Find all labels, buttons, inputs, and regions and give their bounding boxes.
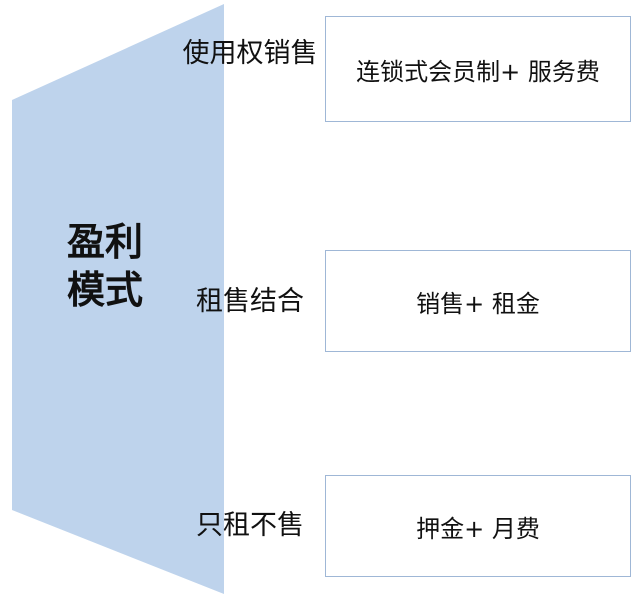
funnel-polygon xyxy=(12,4,224,594)
branch-value-rent-and-sale: 销售+ 租金 xyxy=(416,289,540,318)
branch-box-usage-rights: 连锁式会员制+ 服务费 xyxy=(325,16,631,122)
branch-label-rent-and-sale: 租售结合 xyxy=(196,286,304,317)
branch-value-rent-only: 押金+ 月费 xyxy=(416,514,540,543)
branch-value-usage-rights: 连锁式会员制+ 服务费 xyxy=(356,57,600,86)
main-title: 盈利模式 xyxy=(66,220,143,312)
branch-label-rent-only: 只租不售 xyxy=(196,510,304,541)
branch-box-rent-only: 押金+ 月费 xyxy=(325,475,631,577)
branch-box-rent-and-sale: 销售+ 租金 xyxy=(325,250,631,352)
branch-label-usage-rights: 使用权销售 xyxy=(182,38,318,69)
